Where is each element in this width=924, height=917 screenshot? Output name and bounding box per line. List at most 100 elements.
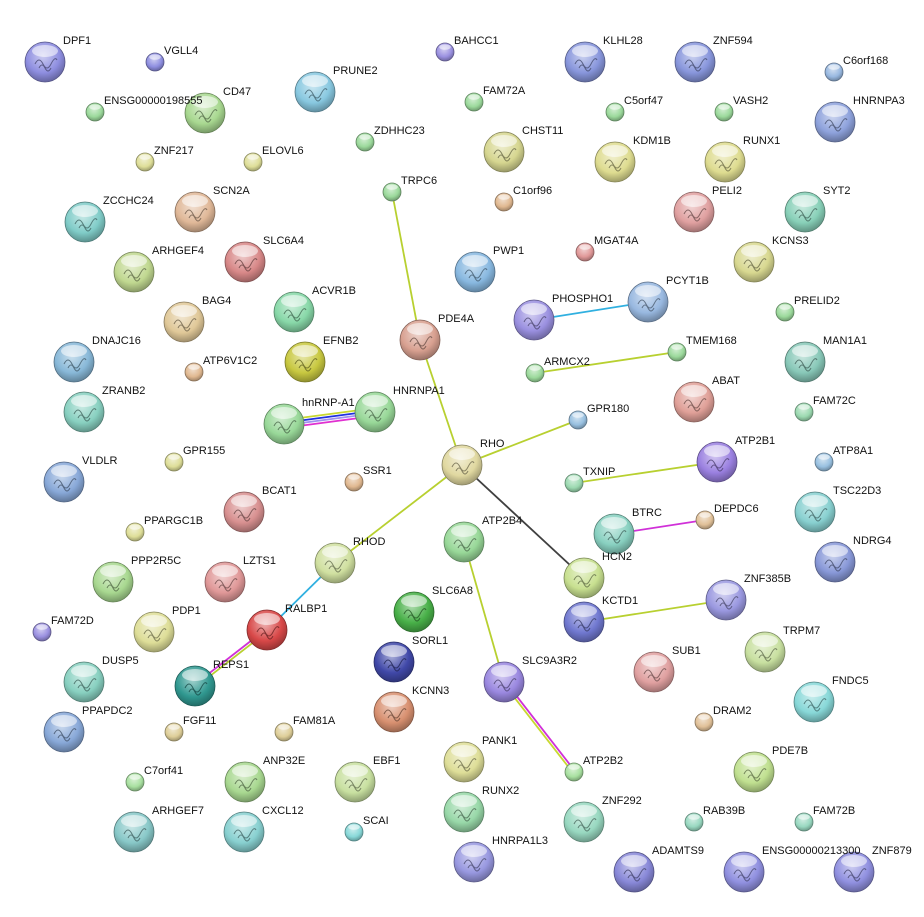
edge-rho-hcn2[interactable] <box>461 464 585 579</box>
node-dpf1[interactable] <box>24 41 66 83</box>
node-rho[interactable] <box>441 444 483 486</box>
node-mgat4a[interactable] <box>575 242 595 262</box>
node-zcchc24[interactable] <box>64 201 106 243</box>
node-kdm1b[interactable] <box>594 141 636 183</box>
node-c7orf41[interactable] <box>125 772 145 792</box>
node-fam72c[interactable] <box>794 402 814 422</box>
node-kcnn3[interactable] <box>373 691 415 733</box>
node-rhod[interactable] <box>314 542 356 584</box>
node-fam72b[interactable] <box>794 812 814 832</box>
node-peli2[interactable] <box>673 191 715 233</box>
node-bag4[interactable] <box>163 301 205 343</box>
node-abat[interactable] <box>673 381 715 423</box>
edge-pde4a-rho[interactable] <box>419 339 463 466</box>
node-depdc6[interactable] <box>695 510 715 530</box>
node-ebf1[interactable] <box>334 761 376 803</box>
node-ensg00000198555[interactable] <box>85 102 105 122</box>
edge-armcx2-tmem168[interactable] <box>534 351 678 374</box>
node-fgf11[interactable] <box>164 722 184 742</box>
node-bahcc1[interactable] <box>435 42 455 62</box>
node-tmem168[interactable] <box>667 342 687 362</box>
node-c6orf168[interactable] <box>824 62 844 82</box>
node-fndc5[interactable] <box>793 681 835 723</box>
node-hnrnp-a1[interactable] <box>263 403 305 445</box>
node-prelid2[interactable] <box>775 302 795 322</box>
node-znf594[interactable] <box>674 41 716 83</box>
node-runx1[interactable] <box>704 141 746 183</box>
node-txnip[interactable] <box>564 473 584 493</box>
edge-txnip-atp2b1[interactable] <box>573 461 718 484</box>
node-syt2[interactable] <box>784 191 826 233</box>
node-trpm7[interactable] <box>744 631 786 673</box>
node-atp8a1[interactable] <box>814 452 834 472</box>
node-c1orf96[interactable] <box>494 192 514 212</box>
node-hcn2[interactable] <box>563 557 605 599</box>
node-ppapdc2[interactable] <box>43 711 85 753</box>
node-hnrnpa3[interactable] <box>814 101 856 143</box>
node-c5orf47[interactable] <box>605 102 625 122</box>
node-fam72a[interactable] <box>464 92 484 112</box>
node-hnrnpa1[interactable] <box>354 391 396 433</box>
node-pde7b[interactable] <box>733 751 775 793</box>
node-gpr155[interactable] <box>164 452 184 472</box>
node-acvr1b[interactable] <box>273 291 315 333</box>
node-trpc6[interactable] <box>382 182 402 202</box>
node-cxcl12[interactable] <box>223 811 265 853</box>
node-slc6a4[interactable] <box>224 241 266 283</box>
node-phospho1[interactable] <box>513 299 555 341</box>
node-ensg00000213300[interactable] <box>723 851 765 893</box>
node-adamts9[interactable] <box>613 851 655 893</box>
node-scai[interactable] <box>344 822 364 842</box>
node-zdhhc23[interactable] <box>355 132 375 152</box>
node-ndrg4[interactable] <box>814 541 856 583</box>
node-atp2b4[interactable] <box>443 521 485 563</box>
node-atp6v1c2[interactable] <box>184 362 204 382</box>
node-atp2b2[interactable] <box>564 762 584 782</box>
node-klhl28[interactable] <box>564 41 606 83</box>
node-btrc[interactable] <box>593 513 635 555</box>
node-hnrpa1l3[interactable] <box>453 841 495 883</box>
node-znf217[interactable] <box>135 152 155 172</box>
node-sub1[interactable] <box>633 651 675 693</box>
node-arhgef4[interactable] <box>113 251 155 293</box>
node-reps1[interactable] <box>174 665 216 707</box>
node-ppp2r5c[interactable] <box>92 561 134 603</box>
node-gpr180[interactable] <box>568 410 588 430</box>
node-slc6a8[interactable] <box>393 591 435 633</box>
node-sorl1[interactable] <box>373 641 415 683</box>
node-pdp1[interactable] <box>133 611 175 653</box>
node-fam72d[interactable] <box>32 622 52 642</box>
node-anp32e[interactable] <box>224 761 266 803</box>
node-znf292[interactable] <box>563 801 605 843</box>
node-rab39b[interactable] <box>684 812 704 832</box>
edge-trpc6-pde4a[interactable] <box>391 191 421 341</box>
node-kcns3[interactable] <box>733 241 775 283</box>
node-bcat1[interactable] <box>223 491 265 533</box>
node-efnb2[interactable] <box>284 341 326 383</box>
node-pde4a[interactable] <box>399 319 441 361</box>
edge-rho-gpr180[interactable] <box>461 419 579 466</box>
node-pwp1[interactable] <box>454 251 496 293</box>
node-dusp5[interactable] <box>63 661 105 703</box>
node-znf879[interactable] <box>833 851 875 893</box>
node-ralbp1[interactable] <box>246 609 288 651</box>
node-elovl6[interactable] <box>243 152 263 172</box>
node-znf385b[interactable] <box>705 579 747 621</box>
node-ppargc1b[interactable] <box>125 522 145 542</box>
node-prune2[interactable] <box>294 71 336 113</box>
node-vgll4[interactable] <box>145 52 165 72</box>
edge-atp2b4-slc9a3r2[interactable] <box>463 541 505 683</box>
node-pank1[interactable] <box>443 741 485 783</box>
edge-rho-rhod[interactable] <box>334 464 463 564</box>
node-atp2b1[interactable] <box>696 441 738 483</box>
node-slc9a3r2[interactable] <box>483 661 525 703</box>
edge-kctd1-znf385b[interactable] <box>583 599 727 623</box>
node-lzts1[interactable] <box>204 561 246 603</box>
node-dram2[interactable] <box>694 712 714 732</box>
node-chst11[interactable] <box>483 131 525 173</box>
node-fam81a[interactable] <box>274 722 294 742</box>
node-arhgef7[interactable] <box>113 811 155 853</box>
node-armcx2[interactable] <box>525 363 545 383</box>
node-vash2[interactable] <box>714 102 734 122</box>
node-zranb2[interactable] <box>63 391 105 433</box>
